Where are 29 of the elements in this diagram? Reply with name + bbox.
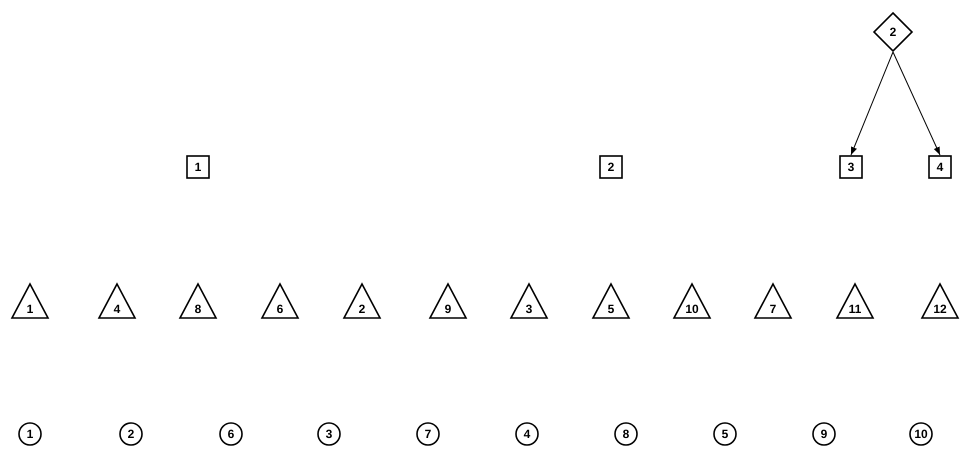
triangle-node: 11 xyxy=(836,283,874,319)
circle-node: 4 xyxy=(515,422,539,446)
circle-node: 3 xyxy=(317,422,341,446)
arrow xyxy=(850,52,894,156)
process-box: 3 xyxy=(839,155,863,179)
circle-node: 5 xyxy=(713,422,737,446)
triangle-node: 12 xyxy=(921,283,959,319)
decision-diamond: 2 xyxy=(873,12,913,52)
triangle-node: 3 xyxy=(510,283,548,319)
triangle-node: 9 xyxy=(429,283,467,319)
triangle-node: 1 xyxy=(11,283,49,319)
process-box: 4 xyxy=(928,155,952,179)
process-box: 1 xyxy=(186,155,210,179)
triangle-node: 6 xyxy=(261,283,299,319)
triangle-node: 4 xyxy=(98,283,136,319)
circle-node: 10 xyxy=(909,422,933,446)
triangle-node: 10 xyxy=(673,283,711,319)
circle-node: 9 xyxy=(812,422,836,446)
process-box: 2 xyxy=(599,155,623,179)
circle-node: 8 xyxy=(614,422,638,446)
triangle-node: 2 xyxy=(343,283,381,319)
arrow xyxy=(892,52,940,156)
triangle-node: 5 xyxy=(592,283,630,319)
triangle-node: 7 xyxy=(754,283,792,319)
circle-node: 1 xyxy=(18,422,42,446)
circle-node: 2 xyxy=(119,422,143,446)
circle-node: 6 xyxy=(219,422,243,446)
triangle-node: 8 xyxy=(179,283,217,319)
circle-node: 7 xyxy=(416,422,440,446)
